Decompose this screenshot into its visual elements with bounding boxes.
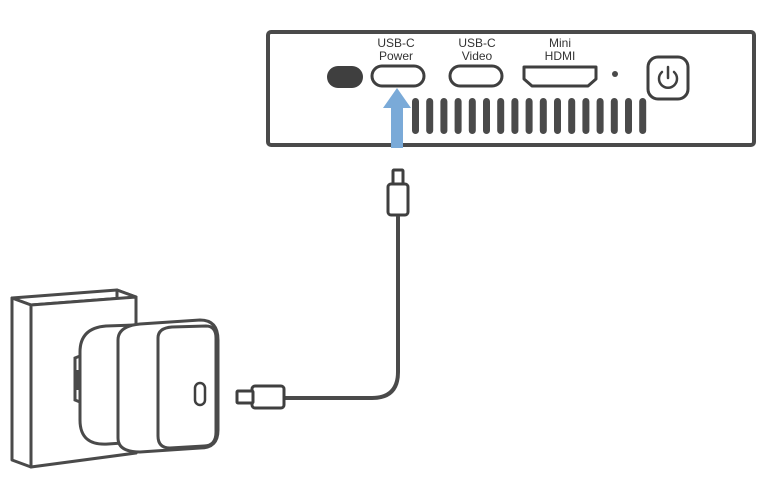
vent-slot (539, 98, 547, 134)
vent-slot (483, 98, 490, 134)
power-icon (657, 65, 679, 89)
usb-c-power-label-line2: Power (379, 49, 413, 63)
sensor-window (327, 66, 363, 88)
vent-slot (625, 98, 632, 134)
vent-slot (412, 98, 419, 134)
vent-slot (582, 98, 590, 134)
usb-c-power-port: USB-C Power (370, 36, 426, 88)
vent-slot (468, 98, 476, 134)
vent-slot (454, 98, 462, 134)
power-button (646, 55, 690, 101)
arrow-up-icon (383, 88, 411, 148)
usb-c-video-label-line2: Video (462, 49, 493, 63)
usb-c-video-port: USB-C Video (448, 36, 504, 88)
vent-slot (568, 98, 576, 134)
projector-body (266, 30, 756, 147)
usb-c-power-label-line1: USB-C (377, 36, 415, 50)
vent-slot (596, 98, 604, 134)
mini-hdmi-label-line2: HDMI (545, 49, 576, 63)
status-led (612, 71, 618, 77)
cable-bottom-connector-tip (235, 389, 255, 405)
mini-hdmi-label-line1: Mini (549, 36, 571, 50)
cable-top-connector (386, 182, 410, 217)
ventilation-grille (412, 98, 647, 134)
usb-c-power-adapter (73, 318, 220, 454)
vent-slot (511, 98, 519, 134)
usb-c-cable (235, 168, 410, 410)
vent-slot (639, 98, 647, 134)
cable-bottom-connector (250, 384, 286, 410)
vent-slot (525, 98, 533, 134)
vent-slot (440, 98, 448, 134)
usb-c-video-label-line1: USB-C (458, 36, 496, 50)
projector-back-panel: USB-C Power USB-C Video Mini HDMI (266, 30, 756, 147)
vent-slot (610, 98, 618, 134)
vent-slot (497, 98, 505, 134)
adapter-usb-c-socket (193, 381, 207, 407)
vent-slot (426, 98, 434, 134)
vent-slot (554, 98, 561, 134)
mini-hdmi-port: Mini HDMI (522, 36, 598, 88)
cable-wire (284, 216, 400, 400)
